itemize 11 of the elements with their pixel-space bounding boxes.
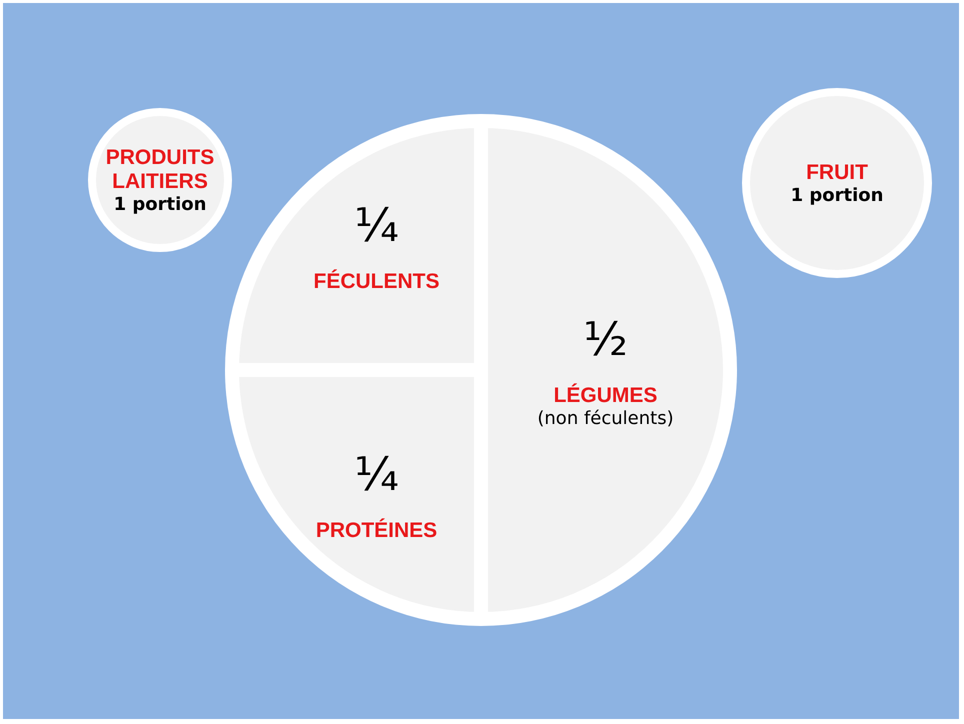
portion-label: 1 portion xyxy=(114,194,206,214)
food-group-label: PROTÉINES xyxy=(316,518,438,542)
fraction-label: ¼ xyxy=(354,198,399,252)
fraction-label: ½ xyxy=(583,312,628,366)
food-group-label: FRUIT xyxy=(806,160,868,184)
note-label: (non féculents) xyxy=(537,408,674,428)
portion-label: 1 portion xyxy=(790,184,884,206)
food-group-label: LÉGUMES xyxy=(554,384,658,408)
fraction-label: ¼ xyxy=(354,446,399,500)
food-group-label: FÉCULENTS xyxy=(314,270,440,294)
food-group-label: PRODUITS LAITIERS xyxy=(104,146,216,194)
